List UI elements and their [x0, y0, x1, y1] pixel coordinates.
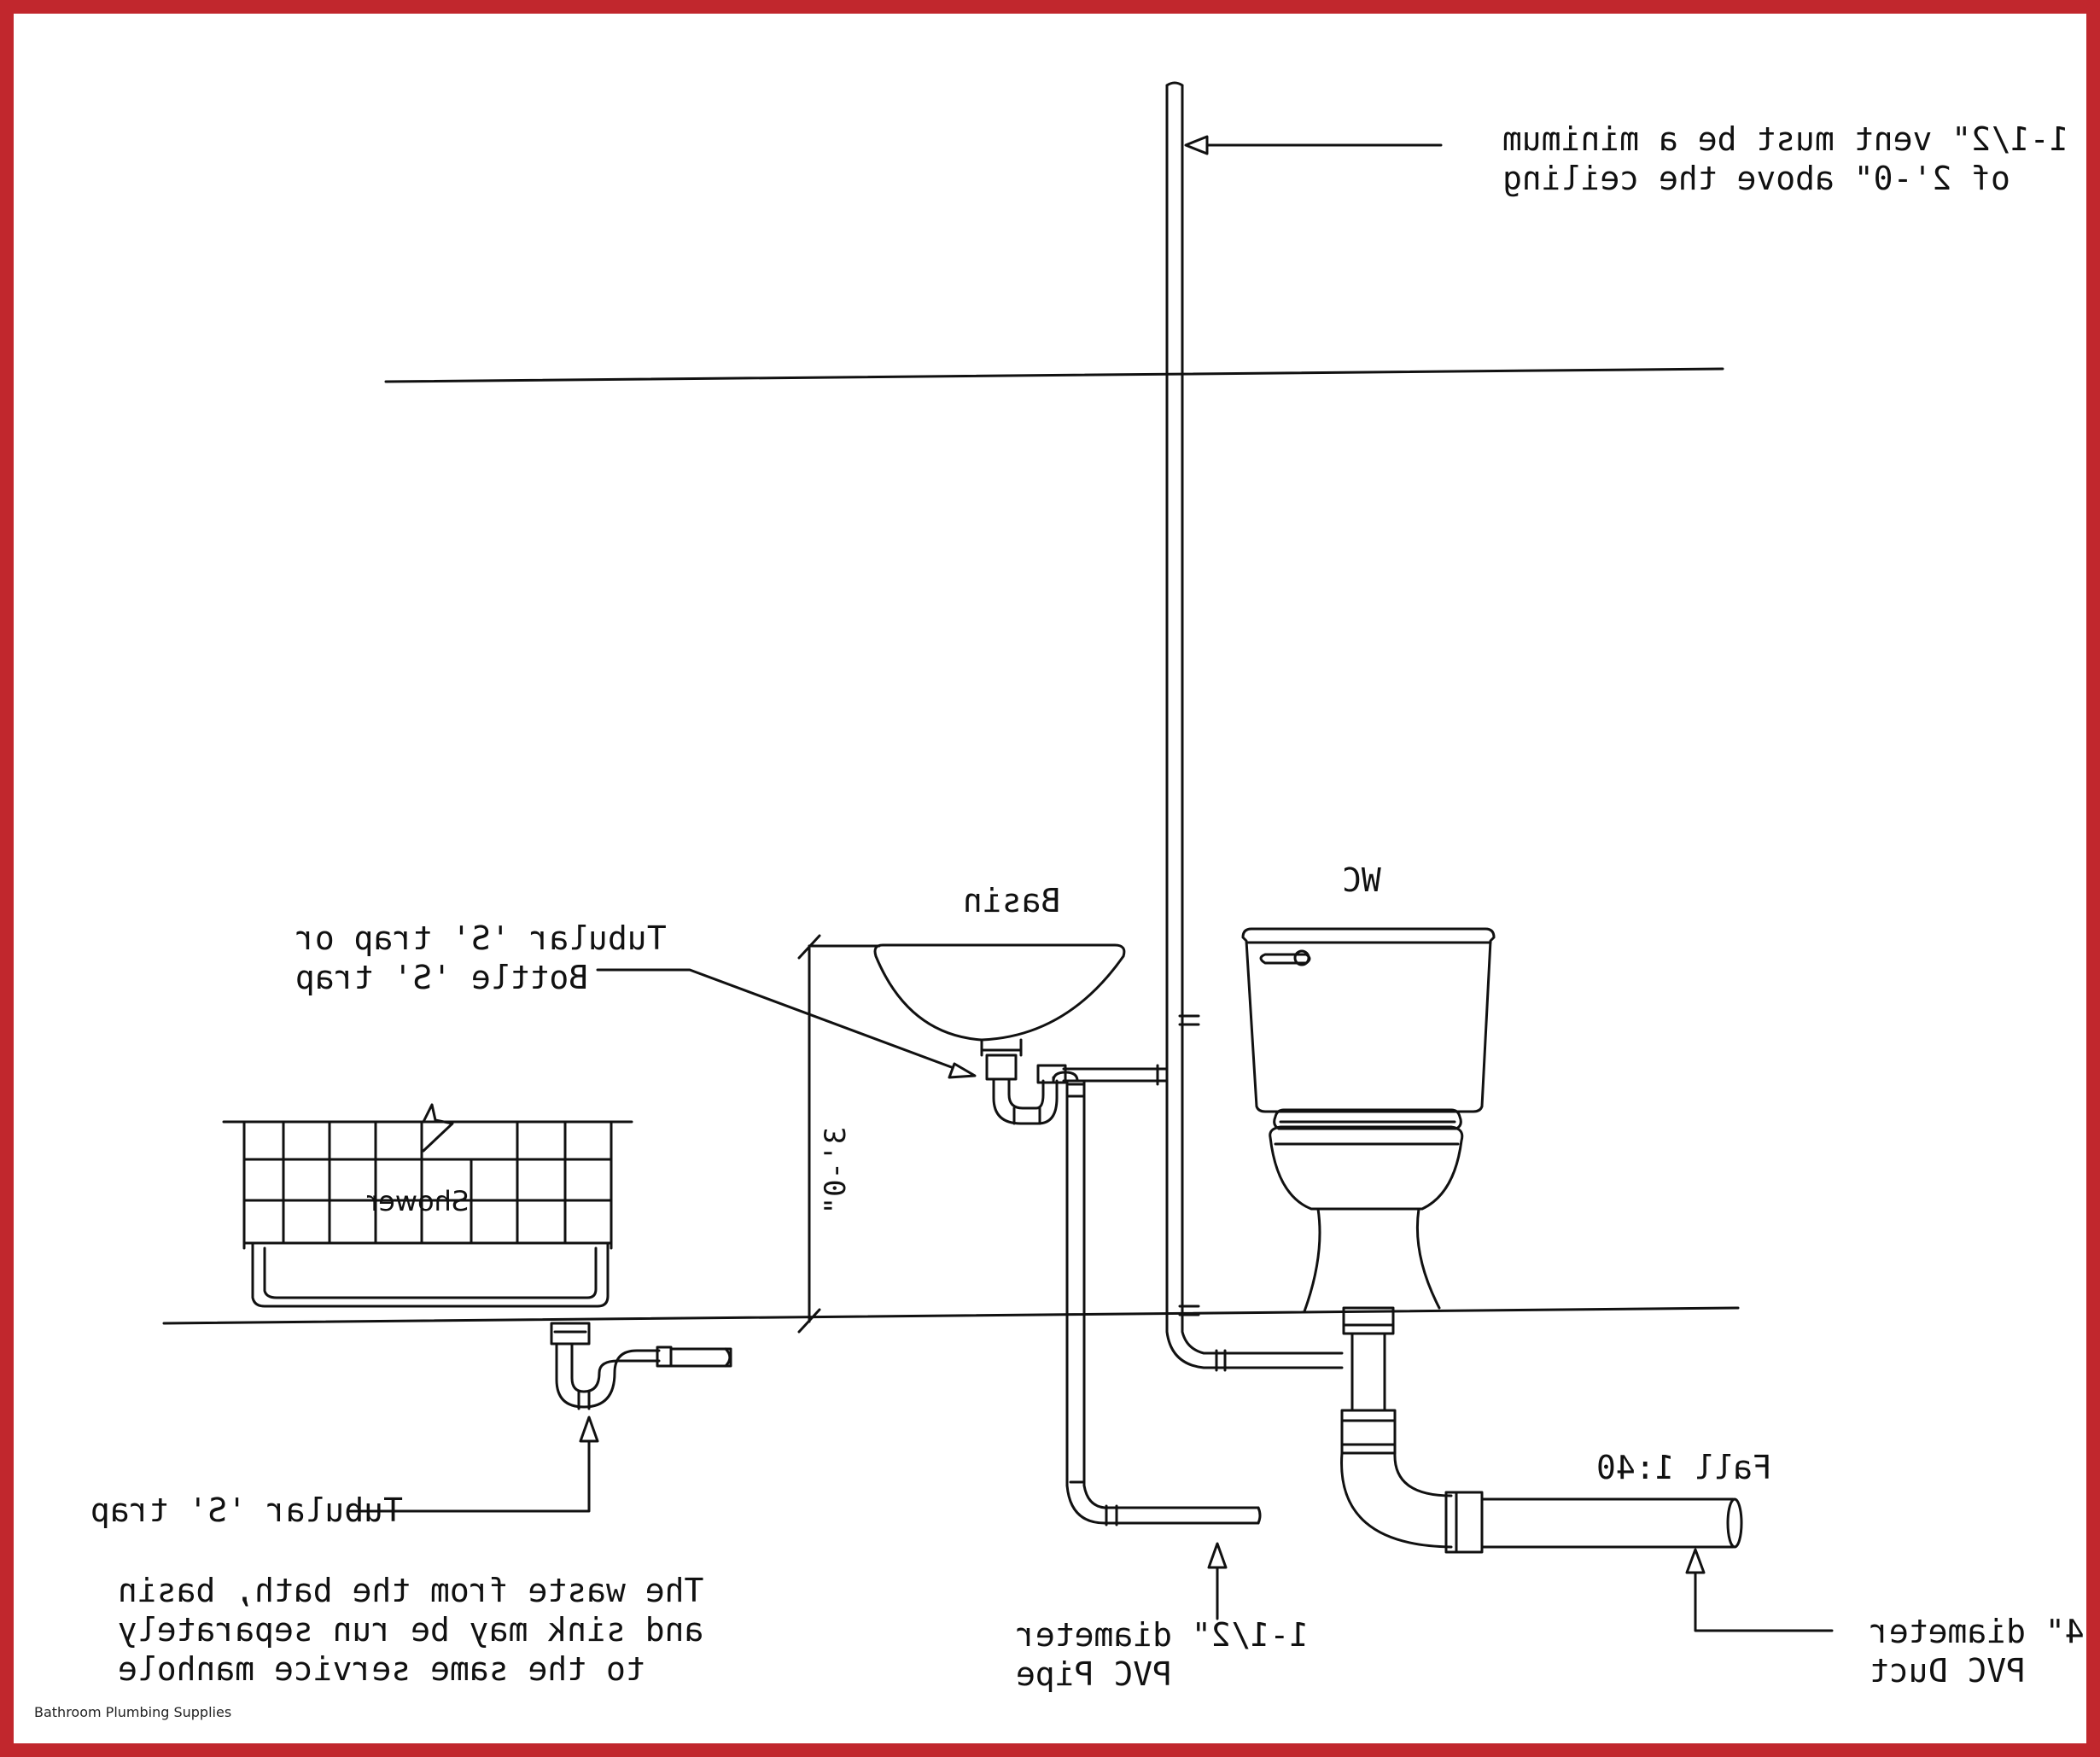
pipe-note-line2: PVC Pipe — [1016, 1655, 1173, 1693]
height-dimension-label: 3'-0" — [819, 1127, 853, 1215]
pipe-note: 1-1/2" diameter PVC Pipe — [1016, 1615, 1309, 1694]
vent-arrow — [1184, 135, 1441, 155]
ceiling-line — [386, 369, 1723, 382]
wc-soil-pipe — [1342, 1308, 1451, 1547]
vent-note: 1-1/2" vent must be a minimum of 2'-0" a… — [1502, 120, 2068, 198]
wc-pan — [1270, 1127, 1462, 1311]
wc-label: WC — [1342, 861, 1381, 899]
floor-line — [164, 1308, 1738, 1323]
basin-trap — [987, 1055, 1166, 1124]
shower-label: Shower — [367, 1185, 470, 1217]
wc-seat — [1275, 1110, 1461, 1129]
duct-note-line1: 4" diameter — [1870, 1613, 2085, 1650]
waste-note-line1: The waste from the bath, basin — [118, 1572, 704, 1609]
basin-waste-pipe — [1053, 1072, 1260, 1525]
waste-note-line3: to the same service manhole — [118, 1650, 645, 1688]
basin — [875, 945, 1124, 1055]
waste-note-line2: and sink may be run separately — [118, 1611, 704, 1649]
pipe-note-line1: 1-1/2" diameter — [1016, 1616, 1310, 1654]
shower-tray — [253, 1243, 608, 1306]
fall-label: Fall 1:40 — [1596, 1449, 1772, 1486]
shower-trap-arrow — [350, 1416, 599, 1511]
basin-label: Basin — [963, 882, 1061, 919]
shower-trap-label: Tubular 'S' trap — [90, 1491, 404, 1529]
duct-note: 4" diameter PVC Duct — [1870, 1612, 2085, 1690]
height-dimension — [799, 936, 879, 1332]
wc-connection-pipe — [1167, 1315, 1342, 1370]
trap-note-line2: Bottle 'S' trap — [295, 959, 589, 996]
trap-note: Tubular 'S' trap or Bottle 'S' trap — [295, 919, 667, 997]
wc-cistern — [1243, 929, 1494, 1112]
trap-note-leader — [598, 970, 977, 1079]
shower-trap — [551, 1323, 731, 1409]
vent-note-line1: 1-1/2" vent must be a minimum — [1502, 120, 2069, 158]
shower-tiles — [224, 1105, 632, 1248]
caption: Bathroom Plumbing Supplies — [34, 1704, 232, 1720]
vent-stack — [1167, 83, 1199, 1315]
trap-note-line1: Tubular 'S' trap or — [295, 919, 667, 957]
pvc-duct-4in — [1446, 1492, 1741, 1552]
vent-note-line2: of 2'-0" above the ceiling — [1502, 160, 2010, 197]
duct-note-line2: PVC Duct — [1870, 1652, 2027, 1690]
waste-note: The waste from the bath, basin and sink … — [118, 1571, 703, 1689]
duct-arrow — [1685, 1548, 1832, 1631]
pipe-arrow — [1207, 1542, 1228, 1619]
